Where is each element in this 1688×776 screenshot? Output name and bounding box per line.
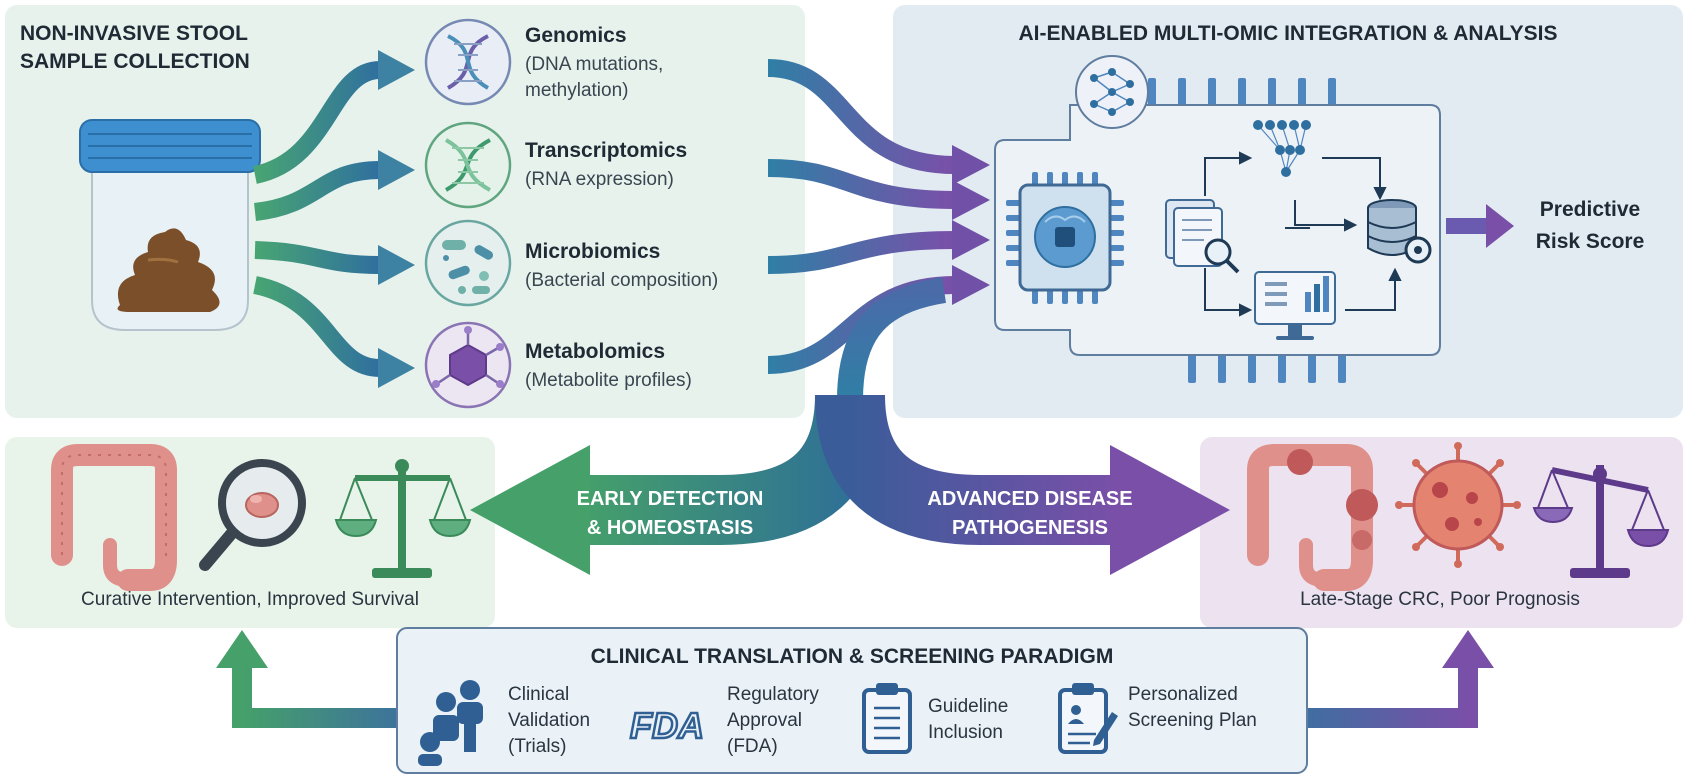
people-validation-icon (418, 680, 483, 766)
step-guideline-line1: Guideline (928, 696, 1008, 717)
bad-outcome-caption: Late-Stage CRC, Poor Prognosis (1300, 589, 1580, 610)
omics-name-microbiomics: Microbiomics (525, 240, 660, 263)
dna-genomics-icon (424, 18, 512, 106)
ai-title: AI-ENABLED MULTI-OMIC INTEGRATION & ANAL… (1019, 22, 1558, 45)
database-gear-icon (1367, 199, 1432, 264)
omics-desc-genomics-1: (DNA mutations, (525, 54, 663, 75)
fda-logo-text: FDA (630, 705, 704, 746)
step-approval-line1: Regulatory (727, 684, 819, 705)
neural-network-badge-icon (1075, 55, 1149, 129)
step-plan-line1: Personalized (1128, 684, 1238, 705)
neural-network-icon (1253, 120, 1311, 177)
step-validation-line2: Validation (508, 710, 590, 731)
step-plan-line2: Screening Plan (1128, 710, 1257, 731)
clinical-title: CLINICAL TRANSLATION & SCREENING PARADIG… (591, 645, 1114, 668)
clipboard-guideline-icon (862, 683, 912, 754)
step-guideline-line2: Inclusion (928, 722, 1003, 743)
analytics-monitor-icon (1254, 271, 1336, 340)
bottom-return-arrows (216, 630, 1494, 728)
balanced-scale-icon (334, 459, 472, 578)
collection-title-line2: SAMPLE COLLECTION (20, 50, 250, 73)
step-validation-line3: (Trials) (508, 736, 566, 757)
bacteria-microbiomics-icon (424, 219, 512, 307)
collection-title-line1: NON-INVASIVE STOOL (20, 22, 248, 45)
early-detection-label-line1: EARLY DETECTION (577, 488, 764, 510)
omics-desc-transcriptomics: (RNA expression) (525, 169, 674, 190)
step-approval-line2: Approval (727, 710, 802, 731)
good-outcome-caption: Curative Intervention, Improved Survival (81, 589, 419, 610)
step-approval-line3: (FDA) (727, 736, 778, 757)
clipboard-plan-icon (1058, 683, 1118, 754)
risk-score-arrow (1446, 204, 1514, 248)
omics-name-metabolomics: Metabolomics (525, 340, 665, 363)
omics-name-transcriptomics: Transcriptomics (525, 139, 687, 162)
ai-chip-icon (1006, 172, 1124, 304)
omics-desc-metabolomics: (Metabolite profiles) (525, 370, 692, 391)
outcome-split-arrows (470, 277, 1230, 575)
jar-to-omics-arrows (252, 50, 415, 388)
omics-desc-microbiomics: (Bacterial composition) (525, 270, 718, 291)
healthy-colon-icon (51, 444, 177, 591)
unbalanced-scale-icon (1532, 465, 1670, 578)
ai-flow-connectors (1204, 151, 1402, 317)
molecule-metabolomics-icon (424, 321, 512, 409)
omics-name-genomics: Genomics (525, 24, 627, 47)
advanced-disease-label-line2: PATHOGENESIS (952, 517, 1108, 539)
stool-jar-icon (79, 119, 261, 331)
advanced-disease-label-line1: ADVANCED DISEASE (927, 488, 1132, 510)
risk-score-label-line1: Predictive (1540, 198, 1640, 221)
fda-logo-icon: FDA (629, 704, 706, 748)
document-search-icon (1165, 199, 1240, 274)
magnifier-polyp-icon (199, 459, 306, 571)
early-detection-label-line2: & HOMEOSTASIS (587, 517, 753, 539)
cancer-cell-icon (1395, 442, 1521, 568)
step-validation-line1: Clinical (508, 684, 569, 705)
risk-score-label-line2: Risk Score (1536, 230, 1645, 253)
omics-desc-genomics-2: methylation) (525, 80, 629, 101)
rna-transcriptomics-icon (424, 121, 512, 209)
diseased-colon-icon (1247, 444, 1378, 591)
